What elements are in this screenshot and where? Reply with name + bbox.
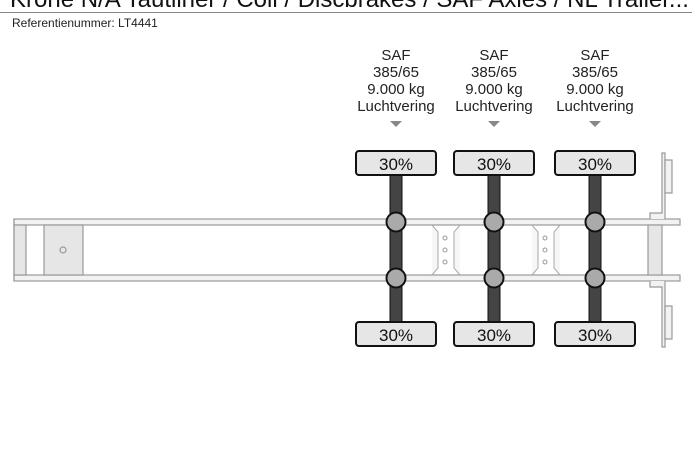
axle-load: 9.000 kg [367, 81, 425, 98]
wheel-hub [483, 211, 505, 233]
page-title: Krone N/A Tautliner / Coil / Discbrakes … [10, 0, 689, 14]
axle-bar [487, 169, 501, 327]
title-divider [0, 12, 692, 13]
arrow-down-icon [488, 121, 500, 127]
wheel-hub [385, 267, 407, 289]
tire-box [355, 321, 437, 347]
axle-suspension: Luchtvering [357, 98, 435, 115]
wheel-hub [584, 211, 606, 233]
tire-load-percentage: 30% [379, 326, 413, 345]
kingpin-plate [43, 224, 84, 276]
arrow-down-icon [589, 121, 601, 127]
tire-load-percentage: 30% [578, 155, 612, 174]
tire-box [453, 321, 535, 347]
arrow-down-icon [390, 121, 402, 127]
axle-tire: 385/65 [373, 64, 419, 81]
axle-tire: 385/65 [572, 64, 618, 81]
reference-number: Referentienummer: LT4441 [12, 16, 158, 30]
tire-box [554, 321, 636, 347]
tire-load-percentage: 30% [477, 155, 511, 174]
tire-box [554, 150, 636, 176]
axle-brand: SAF [381, 47, 410, 64]
kingpin-icon [59, 246, 67, 254]
tire-load-percentage: 30% [578, 326, 612, 345]
axle-load: 9.000 kg [465, 81, 523, 98]
axle-suspension: Luchtvering [455, 98, 533, 115]
axle-load: 9.000 kg [566, 81, 624, 98]
tire-box [453, 150, 535, 176]
tire-box [355, 150, 437, 176]
trailer-frame [13, 152, 681, 348]
wheel-hub [584, 267, 606, 289]
wheel-hub [483, 267, 505, 289]
axle-brand: SAF [580, 47, 609, 64]
axle-bar [389, 169, 403, 327]
tire-load-percentage: 30% [477, 326, 511, 345]
axle-brand: SAF [479, 47, 508, 64]
tire-load-percentage: 30% [379, 155, 413, 174]
axle-suspension: Luchtvering [556, 98, 634, 115]
wheel-hub [385, 211, 407, 233]
axle-tire: 385/65 [471, 64, 517, 81]
axle-bar [588, 169, 602, 327]
